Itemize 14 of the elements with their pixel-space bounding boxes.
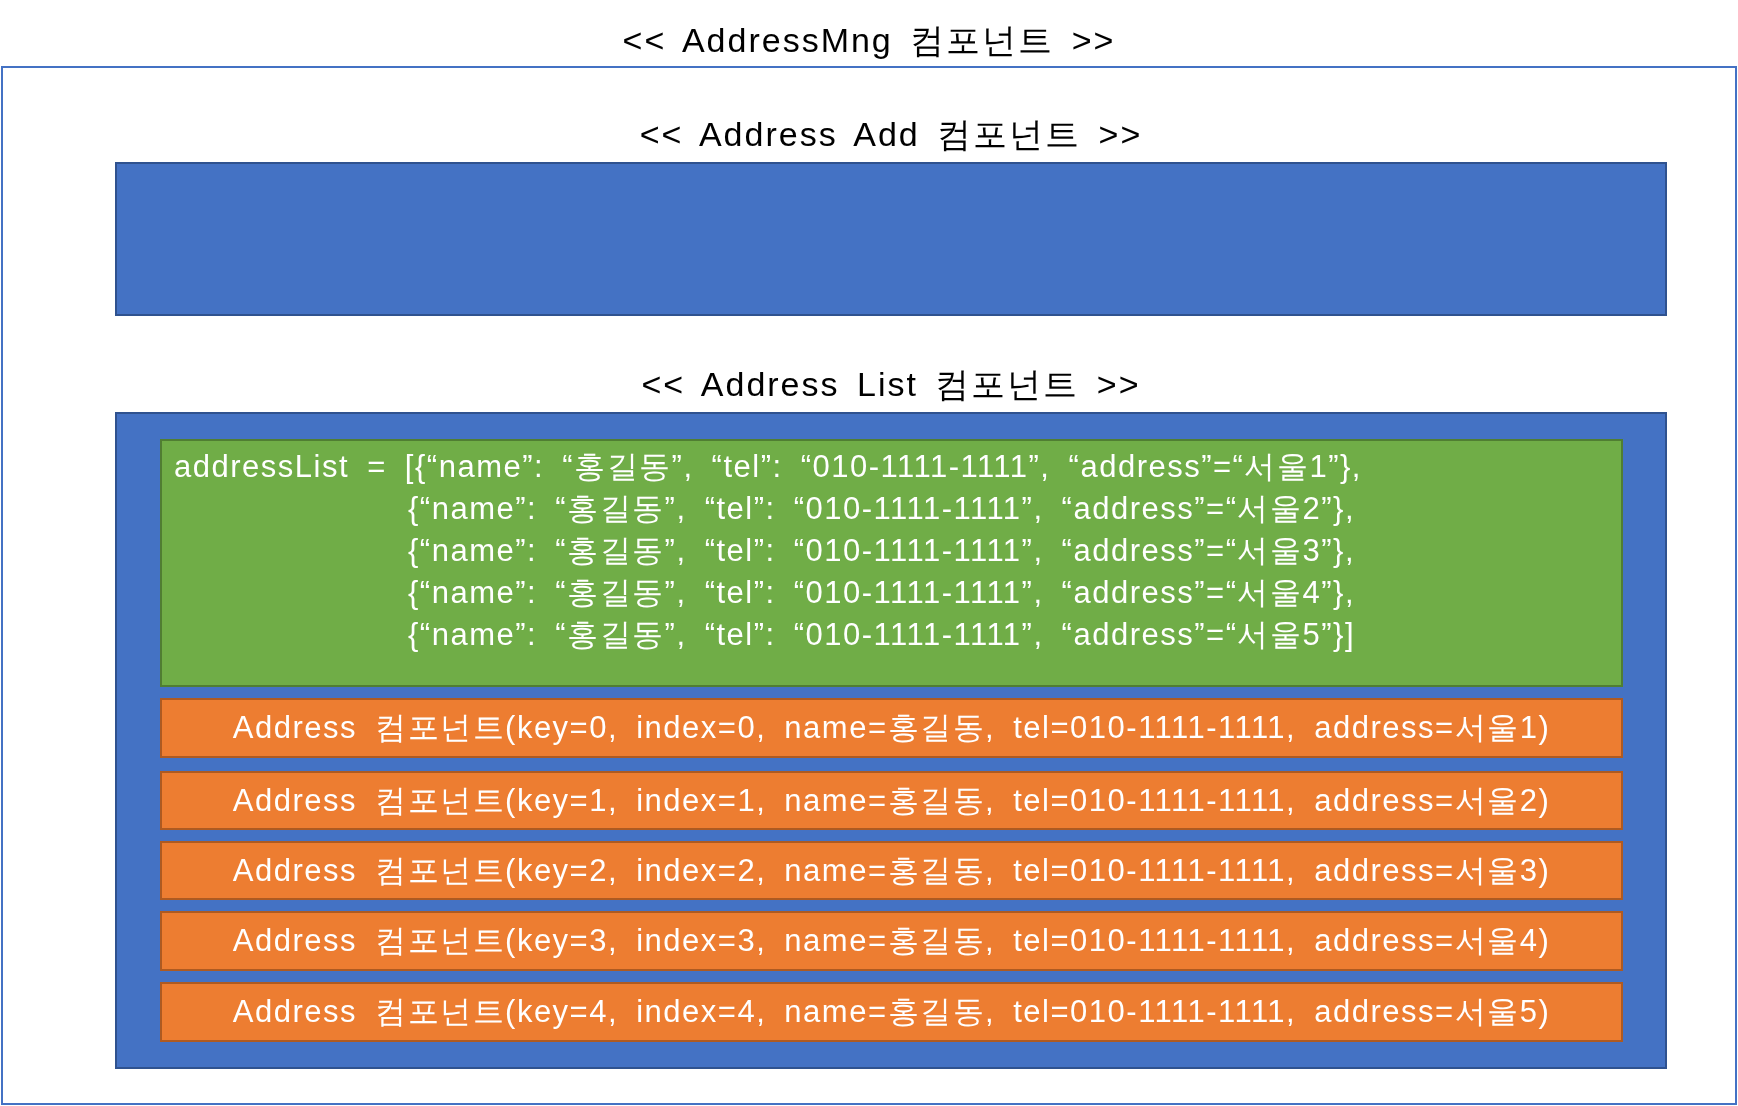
data-box bbox=[160, 439, 1623, 687]
code-line: {“name”: “홍길동”, “tel”: “010-1111-1111”, “address”=“서울5”}] bbox=[408, 616, 1355, 654]
code-line: {“name”: “홍길동”, “tel”: “010-1111-1111”, “address”=“서울2”}, bbox=[408, 490, 1355, 528]
code-line: {“name”: “홍길동”, “tel”: “010-1111-1111”, “address”=“서울3”}, bbox=[408, 532, 1355, 570]
component-row: Address 컴포넌트(key=4, index=4, name=홍길동, tel=010-1111-1111, address=서울5) bbox=[160, 982, 1623, 1042]
component-row: Address 컴포넌트(key=0, index=0, name=홍길동, tel=010-1111-1111, address=서울1) bbox=[160, 698, 1623, 758]
code-line: addressList = [{“name”: “홍길동”, “tel”: “010-1111-1111”, “address”=“서울1”}, bbox=[174, 448, 1362, 486]
component-heading: << AddressMng 컴포넌트 >> bbox=[622, 20, 1116, 61]
code-line: {“name”: “홍길동”, “tel”: “010-1111-1111”, “address”=“서울4”}, bbox=[408, 574, 1355, 612]
component-heading: << Address Add 컴포넌트 >> bbox=[639, 114, 1143, 155]
component-row: Address 컴포넌트(key=1, index=1, name=홍길동, tel=010-1111-1111, address=서울2) bbox=[160, 771, 1623, 830]
component-heading: << Address List 컴포넌트 >> bbox=[641, 364, 1141, 405]
component-row: Address 컴포넌트(key=2, index=2, name=홍길동, tel=010-1111-1111, address=서울3) bbox=[160, 841, 1623, 900]
component-row: Address 컴포넌트(key=3, index=3, name=홍길동, tel=010-1111-1111, address=서울4) bbox=[160, 911, 1623, 971]
